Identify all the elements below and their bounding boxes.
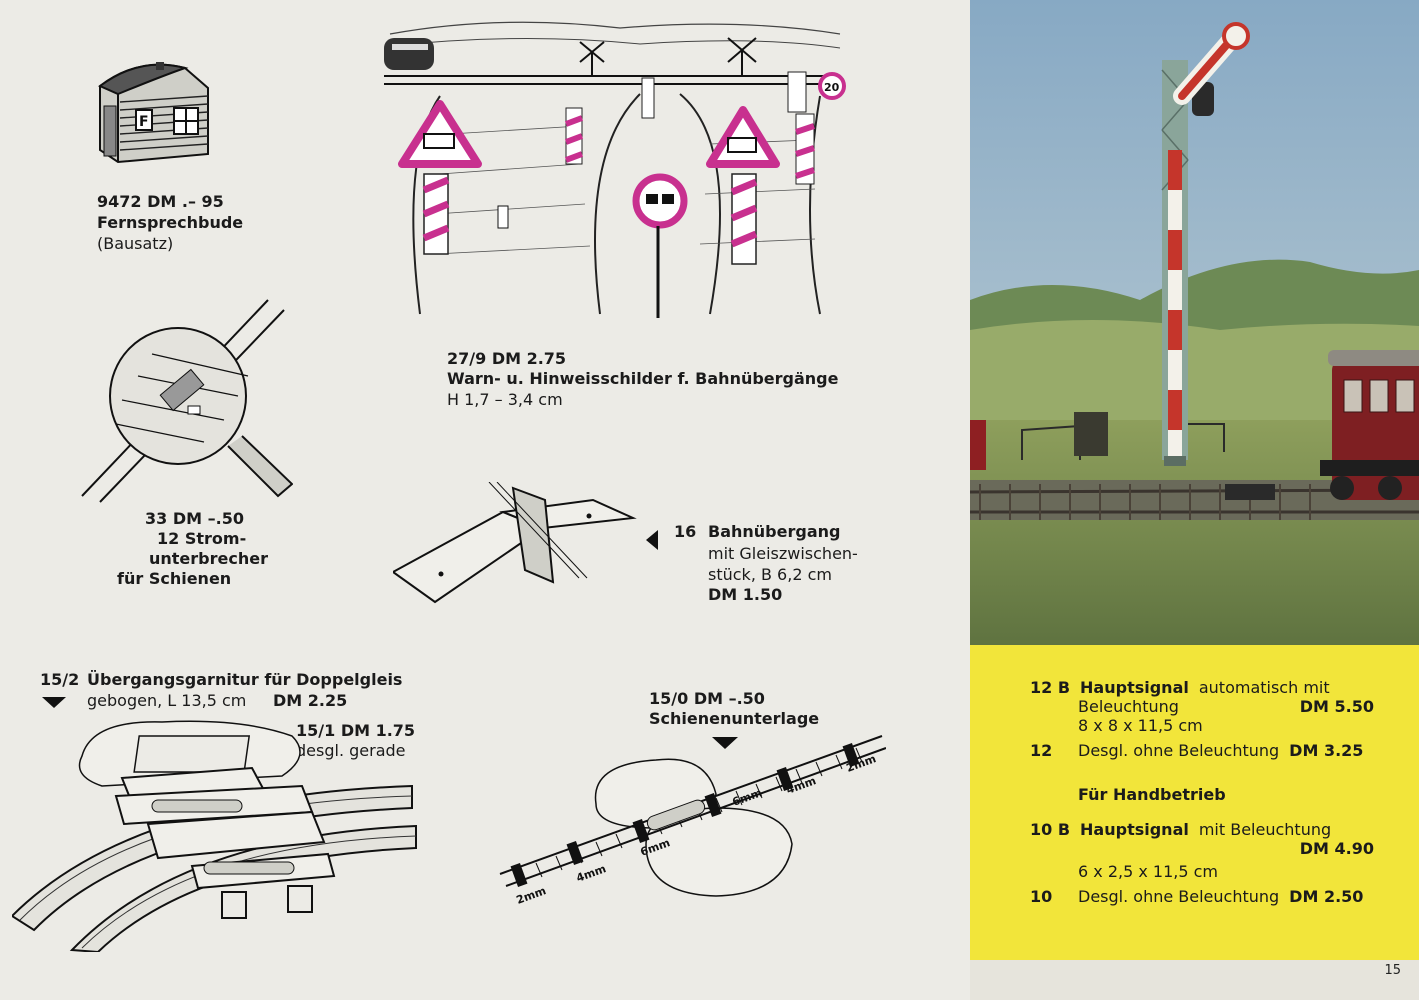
fernsprechbude-name: Fernsprechbude xyxy=(97,213,244,232)
panel-l8-desc: Desgl. ohne Beleuchtung xyxy=(1078,887,1280,906)
uebergangsgarnitur-alt-desc: desgl. gerade xyxy=(296,741,406,760)
speed-limit-text: 20 xyxy=(824,81,840,94)
stromunterbrecher-illustration xyxy=(78,296,293,506)
panel-l4-number: 12 xyxy=(1030,741,1053,760)
panel-l8-price: DM 2.50 xyxy=(1289,887,1364,906)
uebergangsgarnitur-illustration xyxy=(12,716,422,952)
panel-l4-price: DM 3.25 xyxy=(1289,741,1364,760)
schienenunterlage-name: Schienenunterlage xyxy=(649,709,820,728)
panel-l1-name: Hauptsignal xyxy=(1080,678,1189,697)
svg-text:F: F xyxy=(139,114,149,130)
bahnuebergang-illustration xyxy=(393,482,643,612)
panel-l1-number: 12 B xyxy=(1030,678,1071,697)
panel-l6-price: DM 4.90 xyxy=(1299,839,1374,858)
panel-l2-price: DM 5.50 xyxy=(1299,697,1374,716)
panel-l7-size: 6 x 2,5 x 11,5 cm xyxy=(1078,862,1218,881)
signal-photo xyxy=(970,0,1419,645)
schienenunterlage-number-price: 15/0 DM –.50 xyxy=(649,689,765,708)
panel-l3-size: 8 x 8 x 11,5 cm xyxy=(1078,716,1203,735)
warnschilder-name: Warn- u. Hinweisschilder f. Bahnübergäng… xyxy=(447,369,839,388)
schienenunterlage-pointer-icon xyxy=(712,737,738,749)
panel-l4-desc: Desgl. ohne Beleuchtung xyxy=(1078,741,1280,760)
uebergangsgarnitur-pointer-icon xyxy=(42,697,66,708)
bahnuebergang-price: DM 1.50 xyxy=(708,585,783,604)
panel-l1-desc: automatisch mit xyxy=(1198,678,1330,697)
stromunterbrecher-line2: 12 Strom- xyxy=(157,529,247,548)
uebergangsgarnitur-price: DM 2.25 xyxy=(273,691,348,710)
stromunterbrecher-line1: 33 DM –.50 xyxy=(145,509,244,528)
panel-l5-number: 10 B xyxy=(1030,820,1071,839)
fernsprechbude-note: (Bausatz) xyxy=(97,234,174,253)
warnschilder-size: H 1,7 – 3,4 cm xyxy=(447,390,563,409)
schienenunterlage-illustration: 2mm 4mm 6mm 6mm 4mm 2mm xyxy=(496,724,886,914)
bahnuebergang-line3: stück, B 6,2 cm xyxy=(708,565,832,584)
signal-price-panel: 12 B Hauptsignal automatisch mit Beleuch… xyxy=(970,645,1419,960)
fernsprechbude-number-price: 9472 DM .– 95 xyxy=(97,192,224,211)
panel-l5-name: Hauptsignal xyxy=(1080,820,1189,839)
stromunterbrecher-line4: für Schienen xyxy=(117,569,232,588)
warnschilder-number-price: 27/9 DM 2.75 xyxy=(447,349,567,368)
uebergangsgarnitur-alt-number-price: 15/1 DM 1.75 xyxy=(296,721,416,740)
bahnuebergang-pointer-icon xyxy=(646,530,658,550)
page-number: 15 xyxy=(1384,963,1401,978)
panel-heading-handbetrieb: Für Handbetrieb xyxy=(1078,785,1226,804)
mark-4mm-left: 4mm xyxy=(575,862,608,885)
panel-l5-desc: mit Beleuchtung xyxy=(1198,820,1332,839)
bahnuebergang-number: 16 xyxy=(674,522,697,541)
left-page-area: F 9472 DM .– 95 Fernsprechbude (Bausatz) xyxy=(12,14,886,952)
uebergangsgarnitur-number: 15/2 xyxy=(40,670,80,689)
fernsprechbude-illustration: F xyxy=(90,58,220,168)
bahnuebergang-line2: mit Gleiszwischen- xyxy=(708,544,858,563)
mark-2mm-left: 2mm xyxy=(515,884,548,907)
warnschilder-illustration: 20 xyxy=(380,14,850,324)
stromunterbrecher-line3: unterbrecher xyxy=(149,549,268,568)
uebergangsgarnitur-line2: gebogen, L 13,5 cm xyxy=(87,691,247,710)
right-page-area: 12 B Hauptsignal automatisch mit Beleuch… xyxy=(970,0,1419,1000)
bahnuebergang-name: Bahnübergang xyxy=(708,522,841,541)
panel-l8-number: 10 xyxy=(1030,887,1053,906)
panel-l2-desc: Beleuchtung xyxy=(1078,697,1179,716)
uebergangsgarnitur-name: Übergangsgarnitur für Doppelgleis xyxy=(87,670,403,689)
